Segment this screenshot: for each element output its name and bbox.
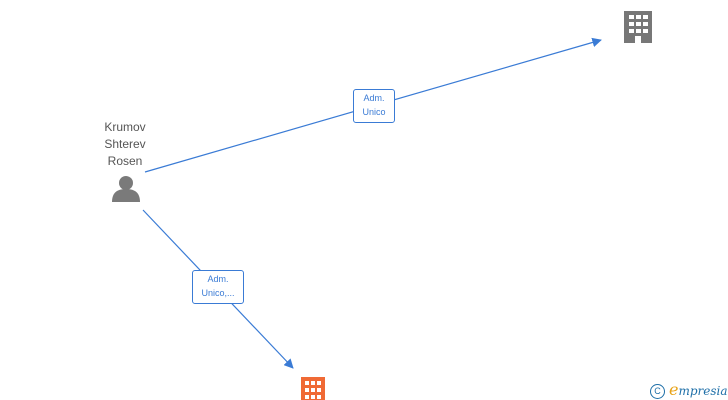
- edge-label-line: Adm.: [363, 93, 385, 103]
- edge-label-line: Unico: [362, 107, 386, 117]
- edge-label-line: Unico,...: [201, 288, 235, 298]
- edge-label-role: Adm. Unico,...: [192, 270, 244, 304]
- brand-name: mpresia: [678, 384, 728, 398]
- building-icon[interactable]: [624, 11, 652, 43]
- edge-label-role: Adm. Unico: [353, 89, 395, 123]
- person-icon[interactable]: [112, 176, 140, 202]
- copyright-icon: C: [650, 384, 665, 399]
- building-icon[interactable]: [301, 377, 325, 400]
- person-name[interactable]: Krumov Shterev Rosen: [86, 119, 164, 170]
- person-name-line: Rosen: [107, 154, 143, 168]
- brand-initial: e: [669, 380, 679, 399]
- person-name-line: Shterev: [104, 137, 146, 151]
- person-name-line: Krumov: [104, 120, 146, 134]
- edge-label-line: Adm.: [207, 274, 229, 284]
